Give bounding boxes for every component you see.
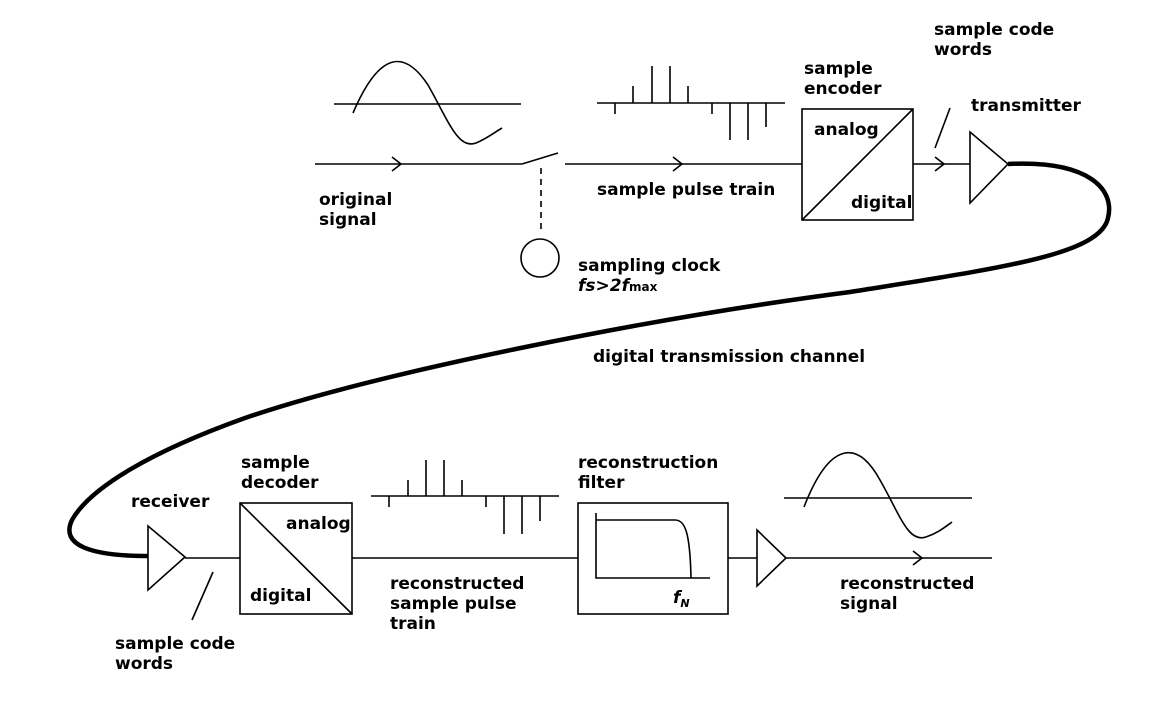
reconstruction-filter-label: reconstruction filter [578, 453, 719, 493]
decoder-diagonal [239, 502, 353, 615]
pulse-arrow-icon [672, 156, 684, 172]
filter-fn-label: fN [673, 588, 690, 610]
decoder-analog-label: analog [286, 514, 351, 534]
encoder-analog-label: analog [814, 120, 879, 140]
code-words-pointer-top [934, 107, 951, 149]
sample-code-words-top-label: sample code words [934, 20, 1055, 60]
sample-code-words-bottom-label: sample code words [115, 634, 236, 674]
input-arrow-icon [391, 156, 403, 172]
output-arrow-icon [912, 550, 924, 566]
code-words-arrow-icon [934, 156, 946, 172]
receiver-icon [147, 524, 187, 592]
filter-response-axes [595, 513, 710, 579]
channel-label: digital transmission channel [593, 347, 866, 367]
transmitter-label: transmitter [971, 96, 1081, 116]
reconstructed-signal-waveform [784, 452, 972, 539]
sampling-switch [521, 152, 559, 165]
digital-transmission-channel [67, 161, 1112, 559]
code-words-pointer-bottom [191, 571, 214, 621]
original-signal-label: original signal [319, 190, 393, 230]
sampling-clock-icon [520, 238, 560, 278]
reconstructed-pulse-train-stems [371, 460, 559, 534]
original-signal-waveform [334, 60, 521, 145]
reconstructed-signal-label: reconstructed signal [840, 574, 975, 614]
sample-pulse-train-stems [597, 66, 785, 140]
clock-formula: fs>2fmax [578, 276, 658, 296]
encoder-digital-label: digital [851, 193, 913, 213]
sampling-clock-label: sampling clock fs>2fmax [578, 256, 721, 296]
sample-encoder-label: sample encoder [804, 59, 882, 99]
decoder-digital-label: digital [250, 586, 312, 606]
reconstructed-pulse-train-label: reconstructed sample pulse train [390, 574, 525, 634]
filter-response-curve [596, 519, 692, 579]
output-amplifier-icon [756, 528, 788, 588]
receiver-label: receiver [131, 492, 210, 512]
transmitter-icon [969, 130, 1010, 205]
encoder-diagonal [801, 108, 914, 221]
sample-decoder-label: sample decoder [241, 453, 319, 493]
sample-pulse-train-label: sample pulse train [597, 180, 776, 200]
